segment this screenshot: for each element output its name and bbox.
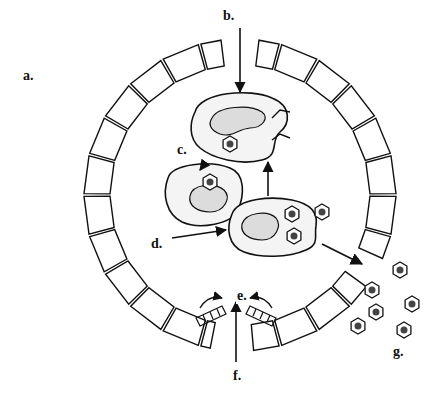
arrow <box>235 302 237 362</box>
epithelial-block <box>366 196 396 234</box>
granule <box>285 206 299 222</box>
callout-letter: c. <box>176 142 188 158</box>
callout-letter: g. <box>392 344 405 360</box>
granule-core <box>289 211 296 218</box>
epithelial-block <box>201 40 224 69</box>
epithelial-block <box>366 156 396 194</box>
granule-core <box>207 179 214 186</box>
callout-letter: d. <box>150 236 163 252</box>
granule-core <box>319 209 326 216</box>
epithelial-block <box>353 118 390 160</box>
arrow <box>322 244 362 264</box>
granule <box>397 322 411 338</box>
granule <box>405 296 419 312</box>
epithelial-block <box>84 156 114 194</box>
callout-letter: b. <box>222 8 235 24</box>
vesicle <box>272 134 290 140</box>
curved-arrow <box>250 297 272 308</box>
nucleus <box>242 213 279 240</box>
arrow <box>200 162 206 170</box>
granule-core <box>291 233 298 240</box>
callout-letter: a. <box>22 68 35 84</box>
granule <box>393 262 407 278</box>
granule <box>223 136 237 152</box>
vesicle <box>272 110 290 118</box>
callout-letter: e. <box>236 288 248 304</box>
callout-letter: f. <box>232 368 242 384</box>
granule <box>369 304 383 320</box>
granule <box>351 318 365 334</box>
granule <box>203 174 217 190</box>
cell <box>229 198 316 256</box>
granule-core <box>397 267 404 274</box>
granule <box>365 282 379 298</box>
granule-core <box>355 323 362 330</box>
granule-core <box>227 141 234 148</box>
cell <box>191 93 287 162</box>
curved-arrow <box>200 297 222 308</box>
epithelial-block <box>359 230 391 259</box>
granule <box>287 228 301 244</box>
capillary-stub <box>196 306 276 326</box>
epithelial-block <box>84 196 114 234</box>
nucleus <box>210 107 265 135</box>
epithelial-block <box>90 230 127 272</box>
granule <box>315 204 329 220</box>
granule-core <box>409 301 416 308</box>
arrow <box>239 28 241 92</box>
granule-core <box>401 327 408 334</box>
epithelial-block <box>275 308 317 345</box>
epithelial-block <box>251 321 279 351</box>
arrow <box>267 162 269 196</box>
epithelial-block <box>163 45 205 82</box>
granule-core <box>369 287 376 294</box>
arrow <box>172 230 226 238</box>
granule-core <box>373 309 380 316</box>
